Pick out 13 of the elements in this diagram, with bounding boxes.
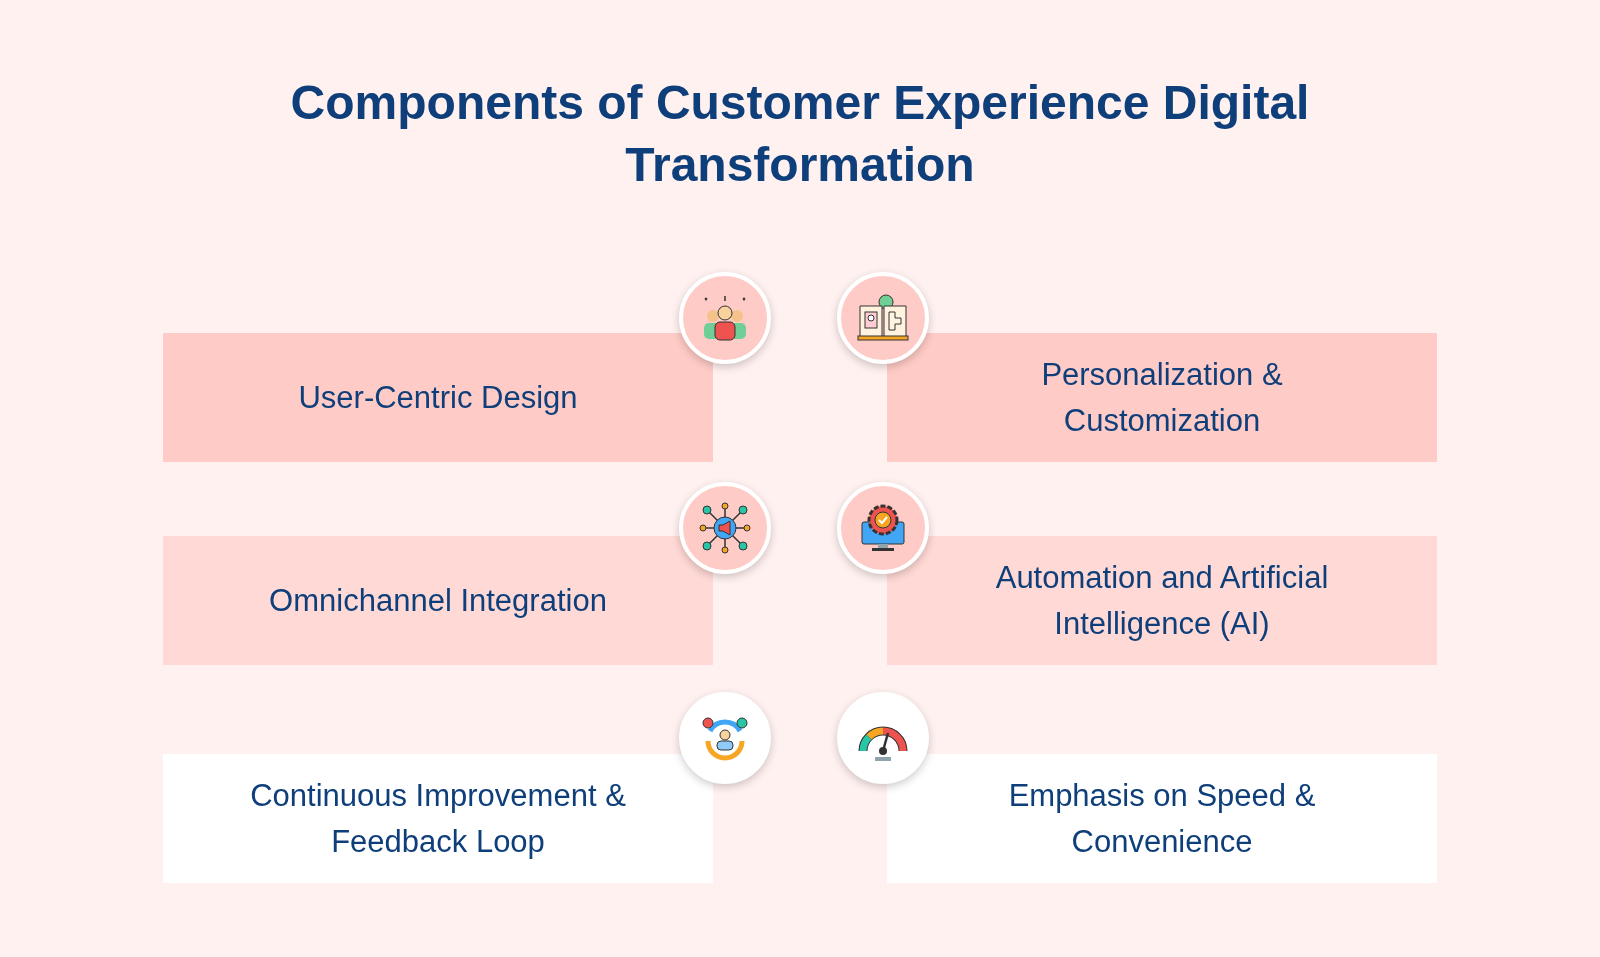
component-box [163, 754, 713, 883]
component-label: User-Centric Design [298, 378, 578, 417]
component-label: Emphasis on Speed & Convenience [1007, 776, 1317, 861]
component-label: Continuous Improvement & Feedback Loop [249, 776, 627, 861]
title: Components of Customer Experience Digital Transformation [289, 75, 1311, 193]
component-box [163, 333, 713, 462]
component-label: Omnichannel Integration [269, 581, 607, 620]
component-box [163, 536, 713, 665]
component-box [887, 333, 1437, 462]
component-label: Automation and Artificial Intelligence (AI) [994, 558, 1330, 643]
component-box [887, 754, 1437, 883]
component-box [887, 536, 1437, 665]
component-label: Personalization & Customization [1040, 355, 1284, 440]
